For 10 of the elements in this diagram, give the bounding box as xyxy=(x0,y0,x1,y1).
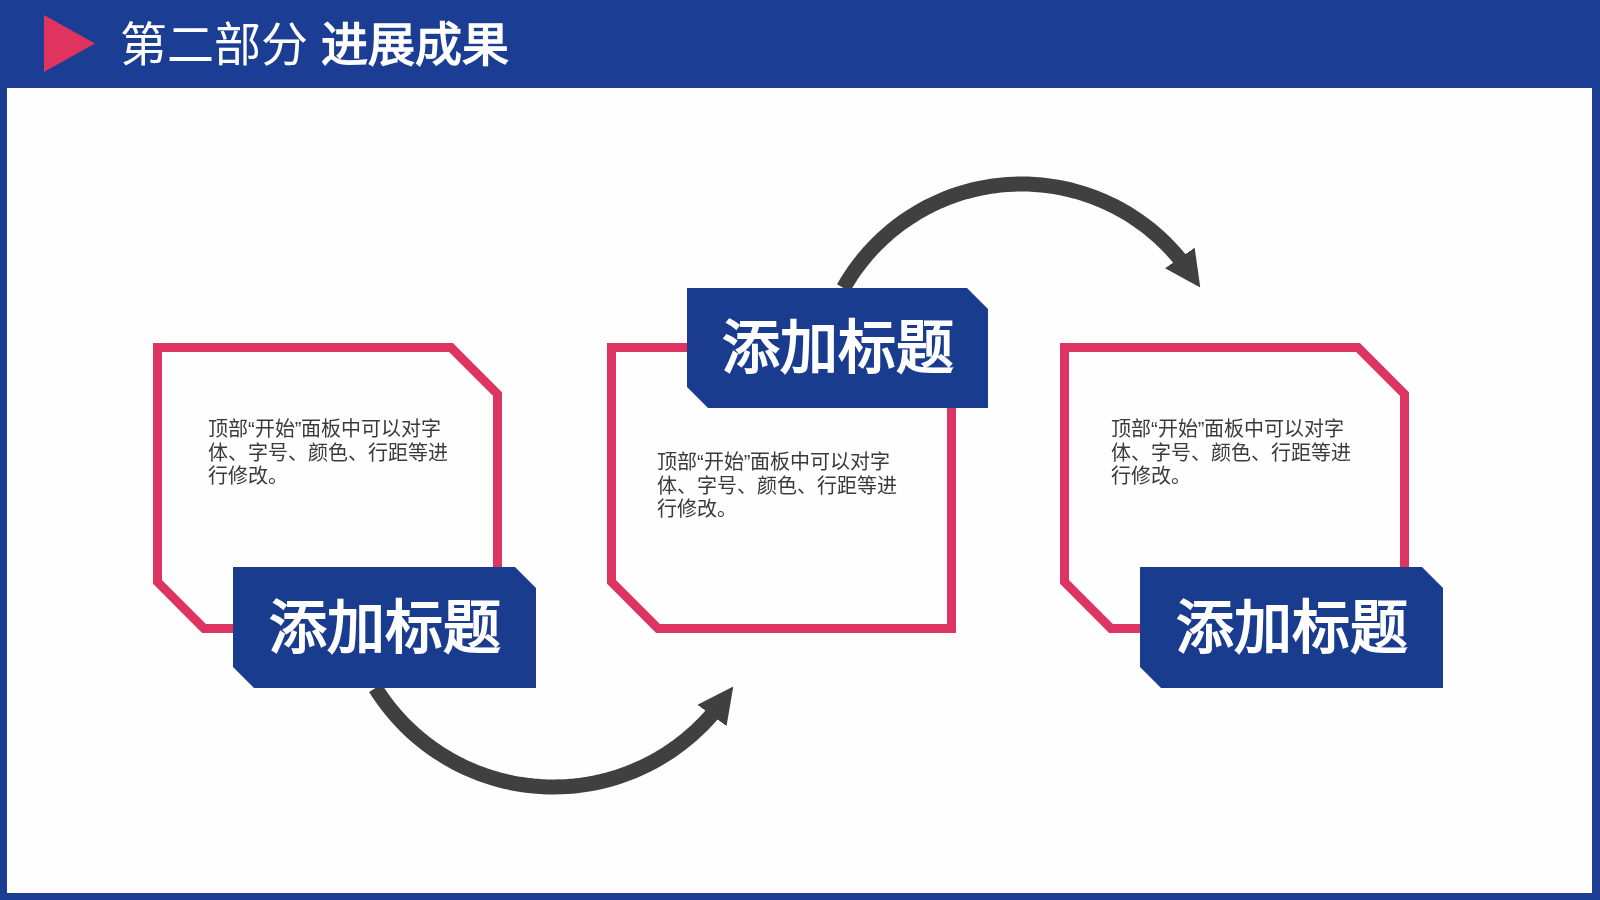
body-text: 顶部“开始”面板中可以对字体、字号、颜色、行距等进行修改。 xyxy=(208,418,449,489)
banner-heading: 添加标题 xyxy=(268,598,501,657)
title-banner xyxy=(1140,567,1443,688)
body-text: 顶部“开始”面板中可以对字体、字号、颜色、行距等进行修改。 xyxy=(1111,418,1352,489)
banner-heading: 添加标题 xyxy=(721,319,954,377)
title-banner xyxy=(687,288,988,408)
body-text: 顶部“开始”面板中可以对字体、字号、颜色、行距等进行修改。 xyxy=(657,451,898,522)
title-banner xyxy=(233,567,536,688)
slide-title: 第二部分 进展成果 xyxy=(120,17,510,73)
banner-heading: 添加标题 xyxy=(1175,598,1408,657)
